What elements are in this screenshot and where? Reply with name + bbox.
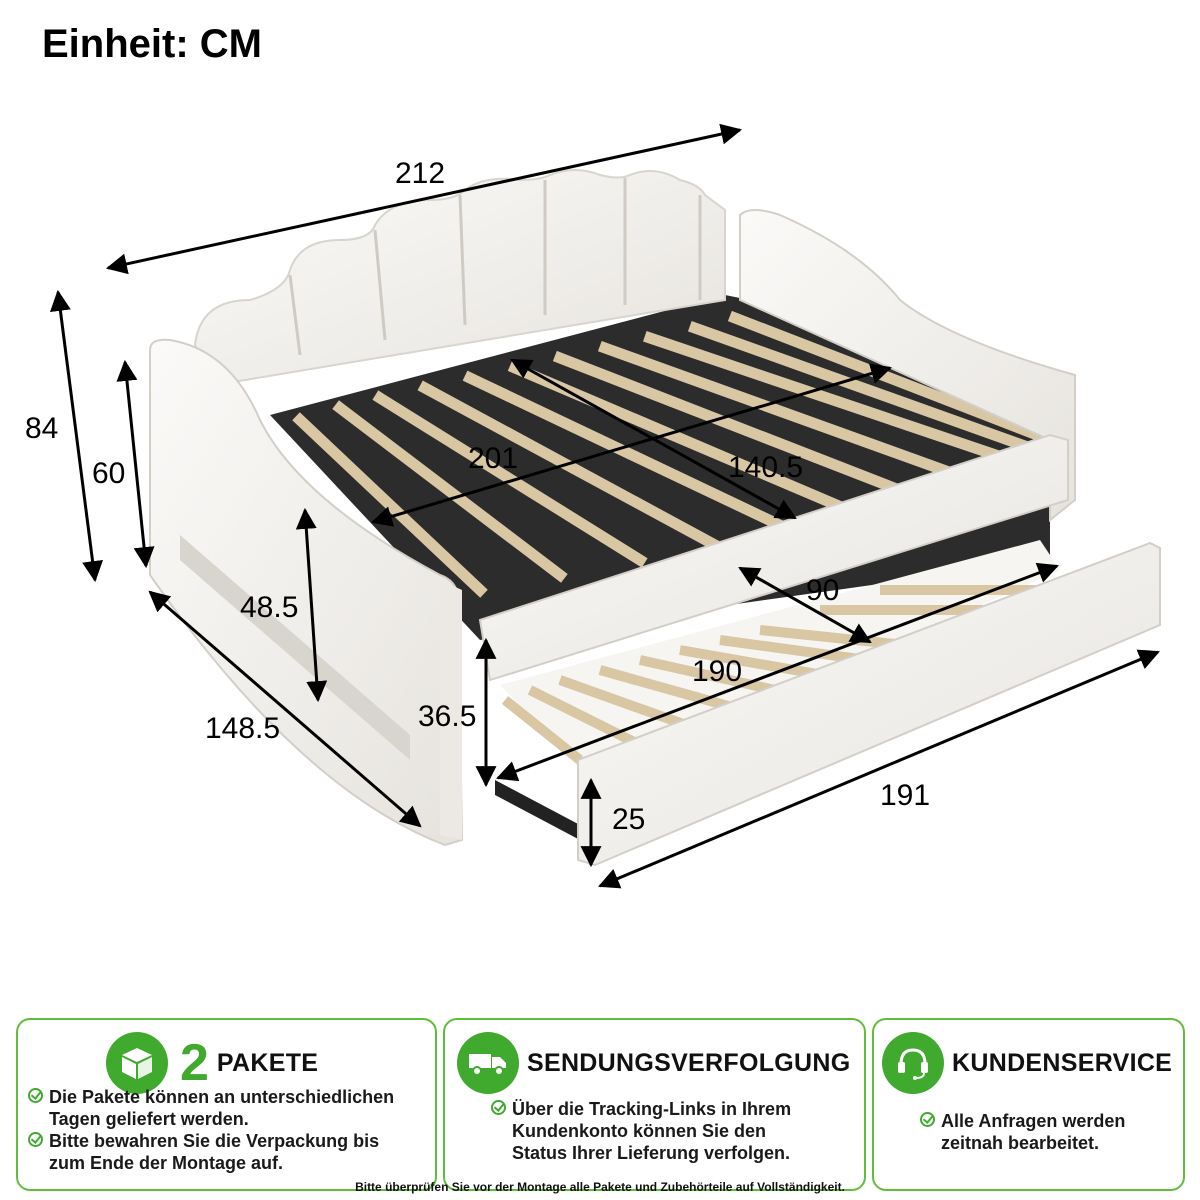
dim-line-140-5 <box>510 358 797 520</box>
package-box-icon <box>106 1032 168 1094</box>
footer-note: Bitte überprüfen Sie vor der Montage all… <box>355 1180 845 1194</box>
tracking-bullet-1: Über die Tracking-Links in Ihrem Kundenk… <box>491 1098 821 1164</box>
tracking-title: SENDUNGSVERFOLGUNG <box>527 1048 851 1077</box>
unit-title: Einheit: CM <box>42 22 262 66</box>
dim-line-48-5 <box>295 507 328 703</box>
dim-trundle-inner-length: 190 <box>692 655 742 688</box>
packages-bullet-1: Die Pakete können an unterschiedlichen T… <box>28 1086 428 1130</box>
service-title: KUNDENSERVICE <box>952 1048 1173 1077</box>
service-card-header: KUNDENSERVICE <box>882 1032 1172 1094</box>
dim-line-212 <box>105 123 743 275</box>
dim-trundle-width: 90 <box>806 574 839 607</box>
check-icon <box>28 1132 43 1147</box>
dimension-lines <box>49 123 1160 889</box>
delivery-truck-icon <box>457 1032 519 1094</box>
service-bullet-1: Alle Anfragen werden zeitnah bearbeitet. <box>920 1110 1150 1154</box>
dim-trundle-clearance: 36.5 <box>418 700 476 733</box>
right-armrest <box>739 209 1076 523</box>
packages-card-header: 2 PAKETE <box>106 1032 318 1094</box>
packages-card: 2 PAKETE Die Pakete können an unterschie… <box>16 1018 437 1191</box>
check-icon <box>491 1100 506 1115</box>
dim-leg-height: 48.5 <box>240 591 298 624</box>
check-icon <box>920 1112 935 1127</box>
dim-depth: 148.5 <box>205 712 280 745</box>
dim-line-60 <box>116 359 155 569</box>
daybed-diagram: 212 84 60 148.5 201 140.5 48.5 36.5 90 1… <box>25 123 1161 889</box>
headset-icon <box>882 1032 944 1094</box>
dim-line-148-5 <box>148 590 422 828</box>
package-count: 2 <box>180 1034 209 1092</box>
dim-line-191 <box>598 649 1160 889</box>
dim-armrest-height: 60 <box>92 457 125 490</box>
dim-mattress-width: 140.5 <box>728 451 803 484</box>
dim-total-height: 84 <box>25 412 58 445</box>
dim-trundle-height: 25 <box>612 803 645 836</box>
dim-total-width: 212 <box>395 157 445 190</box>
dim-mattress-length: 201 <box>468 442 518 475</box>
packages-title: PAKETE <box>216 1048 319 1077</box>
service-card: KUNDENSERVICE Alle Anfragen werden zeitn… <box>872 1018 1185 1191</box>
packages-bullet-2: Bitte bewahren Sie die Verpackung bis zu… <box>28 1130 408 1174</box>
check-icon <box>28 1088 43 1103</box>
dim-line-84 <box>49 289 104 583</box>
tracking-card-header: SENDUNGSVERFOLGUNG <box>457 1032 850 1094</box>
tracking-card: SENDUNGSVERFOLGUNG Über die Tracking-Lin… <box>443 1018 866 1191</box>
dim-trundle-length: 191 <box>880 779 930 812</box>
